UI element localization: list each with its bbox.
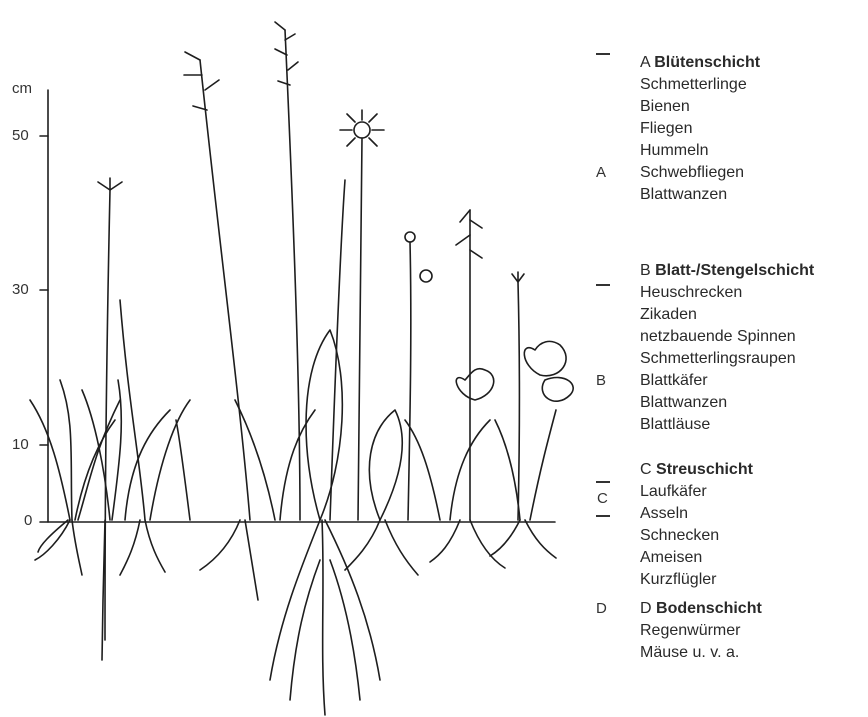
layer-a-item: Schmetterlinge	[640, 74, 760, 96]
layer-d-block: D Bodenschicht Regenwürmer Mäuse u. v. a…	[640, 598, 762, 664]
layer-marker-b: B	[596, 372, 606, 389]
axis-tick-label-10: 10	[12, 436, 29, 453]
layer-boundary-tick	[596, 284, 610, 286]
layer-c-item: Ameisen	[640, 547, 753, 569]
layer-boundary-tick	[596, 53, 610, 55]
layer-a-item: Hummeln	[640, 140, 760, 162]
layer-a-item: Blattwanzen	[640, 184, 760, 206]
layer-a-item: Schwebfliegen	[640, 162, 760, 184]
layer-boundary-tick	[596, 481, 610, 483]
layer-c-item: Schnecken	[640, 525, 753, 547]
layer-b-item: Zikaden	[640, 304, 814, 326]
layer-a-item: Fliegen	[640, 118, 760, 140]
layer-b-item: netzbauende Spinnen	[640, 326, 814, 348]
layer-b-item: Blattläuse	[640, 414, 814, 436]
layer-marker-a: A	[596, 164, 606, 181]
layer-c-heading: C Streuschicht	[640, 459, 753, 481]
layer-a-item: Bienen	[640, 96, 760, 118]
layer-d-item: Mäuse u. v. a.	[640, 642, 762, 664]
flower-heads	[340, 110, 524, 520]
layer-marker-c: C	[597, 490, 608, 507]
layer-c-item: Laufkäfer	[640, 481, 753, 503]
roots	[35, 520, 556, 715]
layer-d-heading: D Bodenschicht	[640, 598, 762, 620]
axis-tick-label-30: 30	[12, 281, 29, 298]
layer-b-item: Blattkäfer	[640, 370, 814, 392]
layer-a-block: A Blütenschicht Schmetterlinge Bienen Fl…	[640, 52, 760, 206]
layer-b-item: Schmetterlingsraupen	[640, 348, 814, 370]
axis-tick-label-0: 0	[24, 512, 32, 529]
grass-tufts	[30, 300, 556, 520]
layer-c-item: Asseln	[640, 503, 753, 525]
layer-c-block: C Streuschicht Laufkäfer Asseln Schnecke…	[640, 459, 753, 591]
layer-b-item: Blattwanzen	[640, 392, 814, 414]
grass-stems	[98, 22, 482, 640]
layer-b-block: B Blatt-/Stengelschicht Heuschrecken Zik…	[640, 260, 814, 436]
layer-boundary-tick	[596, 515, 610, 517]
layer-b-item: Heuschrecken	[640, 282, 814, 304]
broad-leaves	[306, 330, 573, 520]
layer-d-item: Regenwürmer	[640, 620, 762, 642]
axis-tick-label-50: 50	[12, 127, 29, 144]
layer-c-item: Kurzflügler	[640, 569, 753, 591]
axis-unit-label: cm	[12, 80, 32, 97]
layer-marker-d: D	[596, 600, 607, 617]
layer-b-heading: B Blatt-/Stengelschicht	[640, 260, 814, 282]
layer-a-heading: A Blütenschicht	[640, 52, 760, 74]
